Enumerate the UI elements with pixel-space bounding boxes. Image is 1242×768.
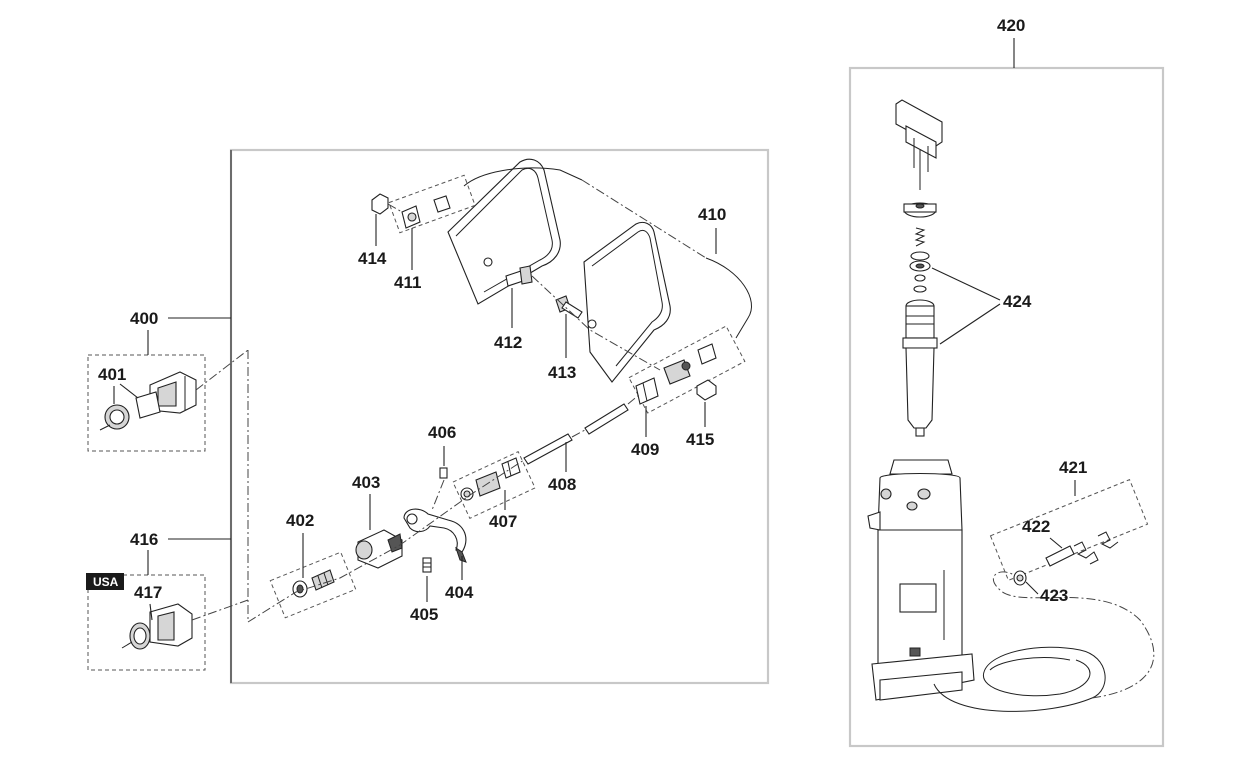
label-405: 405 xyxy=(410,605,438,624)
part-424-seals xyxy=(909,251,931,293)
label-412: 412 xyxy=(494,333,522,352)
part-403-valve-body xyxy=(355,529,403,569)
label-416: 416 xyxy=(130,530,158,549)
label-401: 401 xyxy=(98,365,126,384)
part-409-fitting xyxy=(635,343,717,405)
part-404-clip xyxy=(403,508,467,563)
callout-416: 416 xyxy=(130,530,231,549)
part-tank-body xyxy=(867,459,975,701)
label-410: 410 xyxy=(698,205,726,224)
group-417-box xyxy=(87,574,206,671)
label-424: 424 xyxy=(1003,292,1032,311)
label-422: 422 xyxy=(1022,517,1050,536)
usa-badge-text: USA xyxy=(93,575,119,589)
label-409: 409 xyxy=(631,440,659,459)
part-401-nozzle-coupling xyxy=(99,349,249,431)
usa-badge xyxy=(86,573,124,590)
part-411-fitting xyxy=(401,195,451,229)
callout-400: 400 xyxy=(130,309,231,328)
part-pump-cylinder xyxy=(902,299,938,437)
part-422-lance xyxy=(1045,531,1119,567)
group-402-box xyxy=(269,551,357,619)
part-410-hose xyxy=(463,167,752,339)
assembly-axis-line-4 xyxy=(387,203,403,213)
part-pump-spring xyxy=(914,227,926,247)
label-417: 417 xyxy=(134,583,162,602)
label-404: 404 xyxy=(445,583,474,602)
tank-assembly-frame xyxy=(848,66,1165,748)
label-407: 407 xyxy=(489,512,517,531)
label-402: 402 xyxy=(286,511,314,530)
label-400: 400 xyxy=(130,309,158,328)
part-406-small-nut xyxy=(431,467,448,511)
part-407-fitting xyxy=(460,457,521,501)
part-413-bolt xyxy=(555,295,583,319)
label-420: 420 xyxy=(997,16,1025,35)
label-408: 408 xyxy=(548,475,576,494)
assembly-axis-line-2 xyxy=(247,459,525,623)
label-414: 414 xyxy=(358,249,387,268)
part-mounting-plate-left xyxy=(447,158,561,305)
label-403: 403 xyxy=(352,473,380,492)
label-411: 411 xyxy=(394,273,421,292)
part-415-cap xyxy=(696,379,717,401)
part-423-nozzle xyxy=(1013,570,1027,586)
part-405-screw xyxy=(422,557,432,573)
label-421: 421 xyxy=(1059,458,1087,477)
part-pump-cap xyxy=(903,202,937,218)
part-412-bolt xyxy=(505,265,533,287)
assembly-axis-line-3 xyxy=(627,393,641,405)
label-415: 415 xyxy=(686,430,714,449)
part-402-adapter xyxy=(292,569,335,598)
label-423: 423 xyxy=(1040,586,1068,605)
group-407-box xyxy=(452,450,536,520)
part-417-usa-coupling xyxy=(121,599,249,650)
group-421-box xyxy=(989,479,1149,581)
label-413: 413 xyxy=(548,363,576,382)
part-pump-handle xyxy=(895,99,943,190)
group-401-box xyxy=(87,354,206,452)
part-408-tube xyxy=(523,403,629,465)
assembly-axis-line-5 xyxy=(531,275,661,371)
part-mounting-plate-right xyxy=(583,221,671,383)
part-414-nut xyxy=(371,193,389,215)
part-tank-hose xyxy=(933,571,1155,712)
label-406: 406 xyxy=(428,423,456,442)
